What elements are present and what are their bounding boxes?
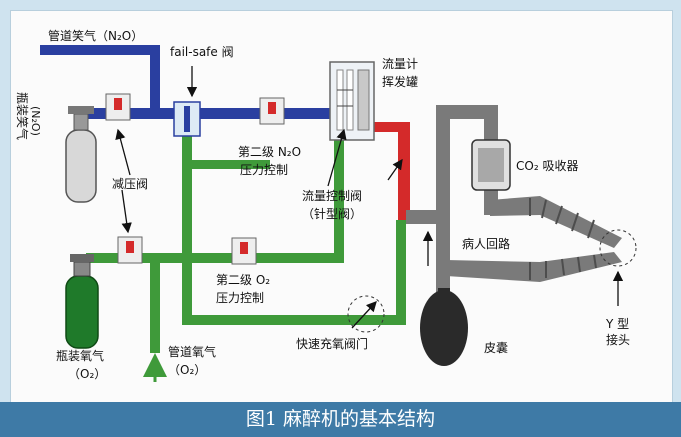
o2-cylinder-handle xyxy=(70,254,94,262)
reservoir-bag-neck xyxy=(438,288,450,296)
o2-cylinder-body xyxy=(65,275,99,349)
o2-flush-line xyxy=(182,315,406,325)
n2o-cylinder xyxy=(65,106,97,203)
label-flow-valve-1: 流量控制阀 xyxy=(302,189,362,203)
fresh-gas-outlet-top xyxy=(372,122,410,132)
label-pipeline-o2-2: （O₂） xyxy=(168,363,206,377)
label-bag: 皮囊 xyxy=(484,340,508,355)
n2o-cylinder-handle xyxy=(68,106,94,114)
label-fail-safe: fail-safe 阀 xyxy=(170,45,234,59)
n2o-main-line xyxy=(88,108,336,119)
n2o-pressure-reducer xyxy=(105,93,131,121)
o2-pipeline-inlet xyxy=(150,253,160,353)
o2-failsafe-riser xyxy=(182,130,192,325)
label-vaporizer: 挥发罐 xyxy=(382,74,418,89)
label-y-piece-1: Y 型 xyxy=(605,317,629,331)
label-patient-circuit: 病人回路 xyxy=(462,236,510,251)
n2o-pipeline-inlet-horizontal xyxy=(40,45,160,55)
label-y-piece-2: 接头 xyxy=(606,332,630,347)
label-pipeline-o2-1: 管道氧气 xyxy=(168,344,216,359)
o2-pressure-reducer xyxy=(117,236,143,264)
anesthesia-machine-diagram: 管道笑气（N₂O） fail-safe 阀 流量计 挥发罐 瓶装笑气 (N₂O)… xyxy=(15,28,637,382)
o2-cylinder-valve xyxy=(73,261,91,277)
label-bottle-o2-2: （O₂） xyxy=(68,367,106,381)
reservoir-bag xyxy=(420,290,468,366)
o2-second-stage-regulator xyxy=(231,237,257,265)
pointer-arrows xyxy=(115,66,624,329)
circuit-left-vertical xyxy=(436,105,450,295)
o2-to-flowmeter xyxy=(334,118,344,263)
flowmeter-vaporizer xyxy=(329,61,375,141)
n2o-cylinder-body xyxy=(65,129,97,203)
flush-valve-marker xyxy=(347,295,385,333)
o2-cylinder xyxy=(65,254,99,349)
label-o2-stage2-2: 压力控制 xyxy=(216,291,264,305)
label-flush-valve: 快速充氧阀门 xyxy=(296,336,368,351)
circuit-top xyxy=(436,105,496,119)
n2o-reg-o2-branch xyxy=(192,160,270,169)
label-n2o-stage2-1: 第二级 N₂O xyxy=(238,145,301,159)
breathing-circuit xyxy=(406,105,622,295)
label-bottle-n2o-2: (N₂O) xyxy=(29,106,42,136)
n2o-pipeline-inlet-vertical xyxy=(150,45,160,115)
label-bottle-o2-1: 瓶装氧气 xyxy=(56,348,104,363)
co2-absorber xyxy=(471,139,511,191)
label-o2-stage2-1: 第二级 O₂ xyxy=(216,273,270,287)
o2-flush-riser xyxy=(396,220,406,325)
label-bottle-n2o-1: 瓶装笑气 xyxy=(15,92,30,140)
y-piece-marker xyxy=(599,229,637,267)
n2o-second-stage-regulator xyxy=(259,97,285,125)
label-co2-absorber: CO₂ 吸收器 xyxy=(516,159,578,173)
label-flowmeter: 流量计 xyxy=(382,57,418,71)
n2o-cylinder-valve xyxy=(73,113,89,131)
fail-safe-valve xyxy=(173,101,201,137)
corrugation-marks xyxy=(529,198,597,280)
o2-main-line xyxy=(182,253,342,263)
label-flow-valve-2: （针型阀） xyxy=(302,206,362,221)
fresh-gas-outlet xyxy=(398,128,410,220)
figure-caption: 图1 麻醉机的基本结构 xyxy=(0,402,681,437)
label-n2o-stage2-2: 压力控制 xyxy=(240,163,288,177)
label-reducer: 减压阀 xyxy=(112,177,148,191)
label-pipeline-n2o: 管道笑气（N₂O） xyxy=(48,28,143,43)
